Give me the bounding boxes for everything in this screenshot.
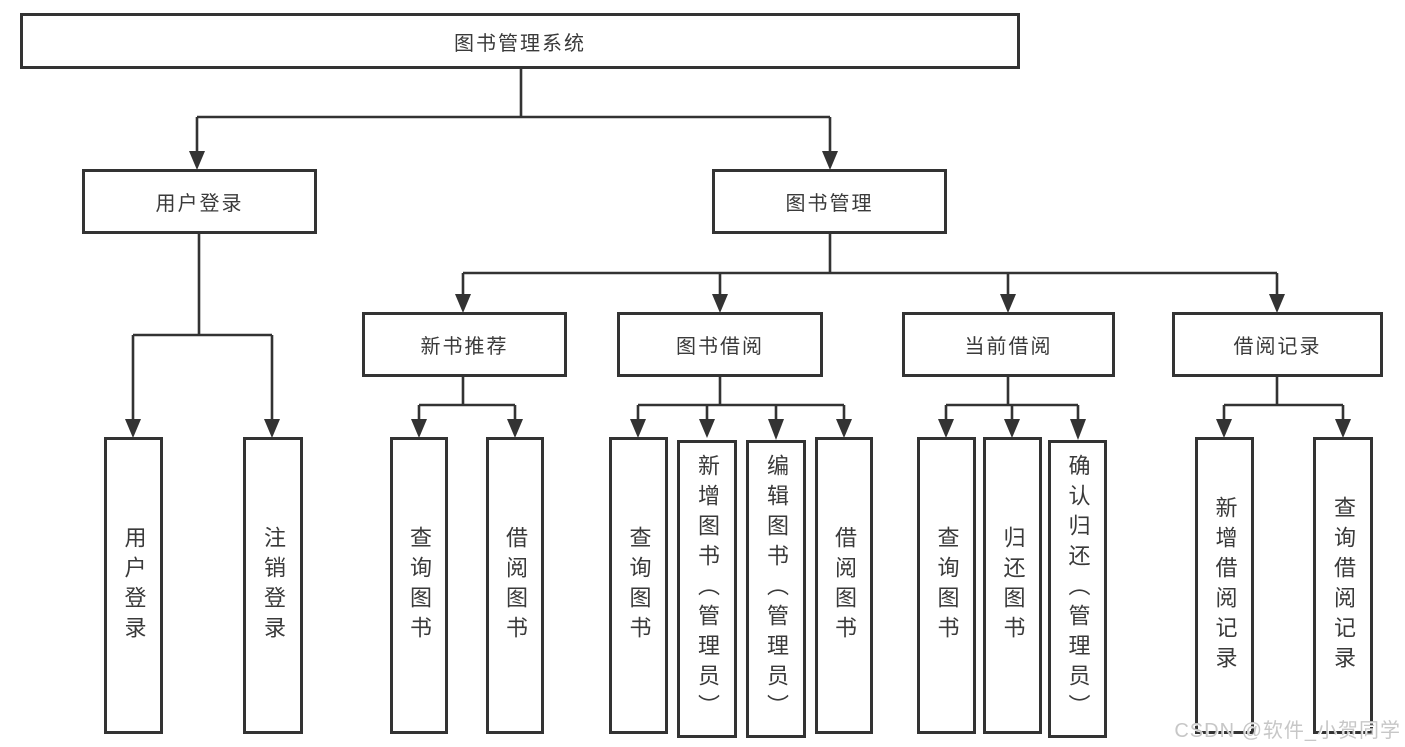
node-library-management-system: 图书管理系统: [20, 13, 1020, 69]
node-borrowing-records: 借阅记录: [1172, 312, 1383, 377]
leaf-borrow-books-recommend: 借阅图书: [486, 437, 544, 734]
csdn-watermark: CSDN @软件_小贺同学: [1174, 720, 1401, 742]
leaf-logout: 注销登录: [243, 437, 303, 734]
node-book-management: 图书管理: [712, 169, 947, 234]
leaf-add-books-admin: 新增图书（管理员）: [677, 440, 737, 738]
leaf-borrow-books: 借阅图书: [815, 437, 873, 734]
node-user-login: 用户登录: [82, 169, 317, 234]
leaf-query-borrow-record: 查询借阅记录: [1313, 437, 1373, 734]
leaf-edit-books-admin: 编辑图书（管理员）: [746, 440, 806, 738]
leaf-user-login: 用户登录: [104, 437, 163, 734]
arrowhead-icons: [125, 151, 1351, 440]
node-current-borrowing: 当前借阅: [902, 312, 1115, 377]
leaf-confirm-return-admin: 确认归还（管理员）: [1048, 440, 1107, 738]
leaf-query-books-borrowing: 查询图书: [609, 437, 668, 734]
leaf-return-books: 归还图书: [983, 437, 1042, 734]
leaf-query-books-current: 查询图书: [917, 437, 976, 734]
leaf-query-books-recommend: 查询图书: [390, 437, 448, 734]
leaf-add-borrow-record: 新增借阅记录: [1195, 437, 1254, 734]
node-book-borrowing: 图书借阅: [617, 312, 823, 377]
node-new-book-recommend: 新书推荐: [362, 312, 567, 377]
